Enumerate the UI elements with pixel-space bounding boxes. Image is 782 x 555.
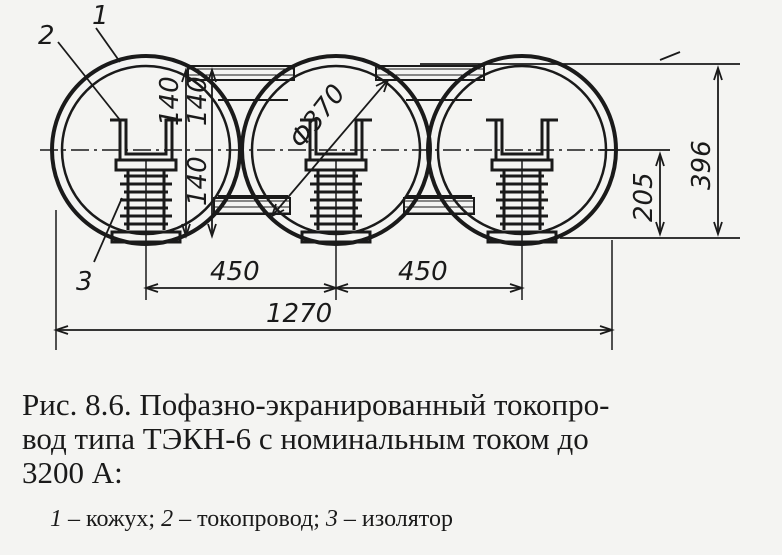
dim-diameter: Ф370	[284, 79, 352, 154]
busbar-cross-section-drawing: 1 2 3 140 140 140 Ф370 205 396 450 450 1…	[38, 1, 740, 350]
dim-140-mid: 140	[183, 76, 213, 126]
legend-text-1: – кожух;	[62, 506, 162, 532]
legend-text-3: – изолятор	[337, 506, 453, 532]
width-dimension-lines	[53, 283, 615, 335]
dim-140-low: 140	[183, 156, 213, 206]
vertical-axes	[55, 160, 613, 350]
label-conductor: 2	[38, 21, 55, 51]
diameter-leader	[271, 79, 389, 217]
callout-leaders	[57, 27, 123, 263]
caption-line-1: Рис. 8.6. Пофазно-экранированный токопро…	[22, 387, 610, 422]
dim-205: 205	[629, 172, 659, 222]
caption-line-2: вод типа ТЭКН-6 с номинальным током до	[22, 421, 589, 456]
legend-num-3: 3	[325, 506, 338, 532]
figure-legend: 1 – кожух; 2 – токопровод; 3 – изолятор	[50, 505, 453, 533]
label-casing: 1	[92, 1, 109, 31]
dim-450-right: 450	[398, 257, 448, 287]
dim-140-lines	[181, 67, 217, 239]
legend-num-1: 1	[50, 506, 62, 532]
legend-text-2: – токопровод;	[173, 506, 326, 532]
caption-line-3: 3200 А:	[22, 455, 123, 490]
legend-num-2: 2	[161, 506, 174, 532]
dim-1270: 1270	[266, 299, 332, 329]
label-insulator: 3	[76, 267, 93, 297]
dim-450-left: 450	[210, 257, 260, 287]
height-dimension-lines	[420, 51, 740, 239]
dim-396: 396	[687, 140, 717, 190]
figure-caption: Рис. 8.6. Пофазно-экранированный токопро…	[22, 388, 767, 490]
dim-140-top: 140	[155, 76, 185, 126]
